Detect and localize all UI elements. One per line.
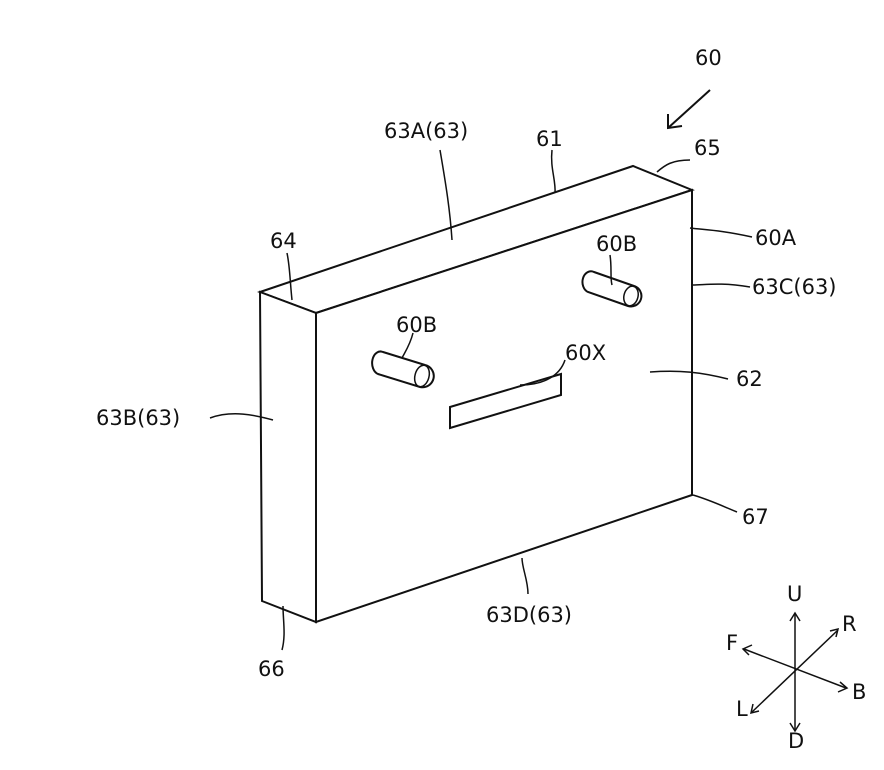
box-left-face [260,292,316,622]
label-top-face: 63A(63) [384,119,468,143]
label-pin-left: 60B [396,313,437,337]
direction-indicator: U D F B R L [726,582,866,753]
axis-label-down: D [788,729,804,753]
label-ref-60: 60 [695,46,722,70]
ref-arrow-60 [668,90,710,128]
label-corner-front-bottom: 67 [742,505,769,529]
label-side-right: 63C(63) [752,275,837,299]
label-corner-back-top: 65 [694,136,721,160]
axis-label-back: B [852,680,866,704]
axis-label-up: U [787,582,802,606]
axis-label-right: R [842,612,857,636]
label-pin-right: 60B [596,232,637,256]
label-face-front: 60A [755,226,797,250]
label-slot: 60X [565,341,606,365]
axis-label-left: L [736,697,748,721]
label-side-left: 63B(63) [96,406,180,430]
label-top-edge: 61 [536,127,563,151]
axis-label-front: F [726,631,738,655]
label-corner-left-bottom: 66 [258,657,285,681]
label-corner-front-top: 64 [270,229,297,253]
label-bottom-face: 63D(63) [486,603,572,627]
label-front-face: 62 [736,367,763,391]
